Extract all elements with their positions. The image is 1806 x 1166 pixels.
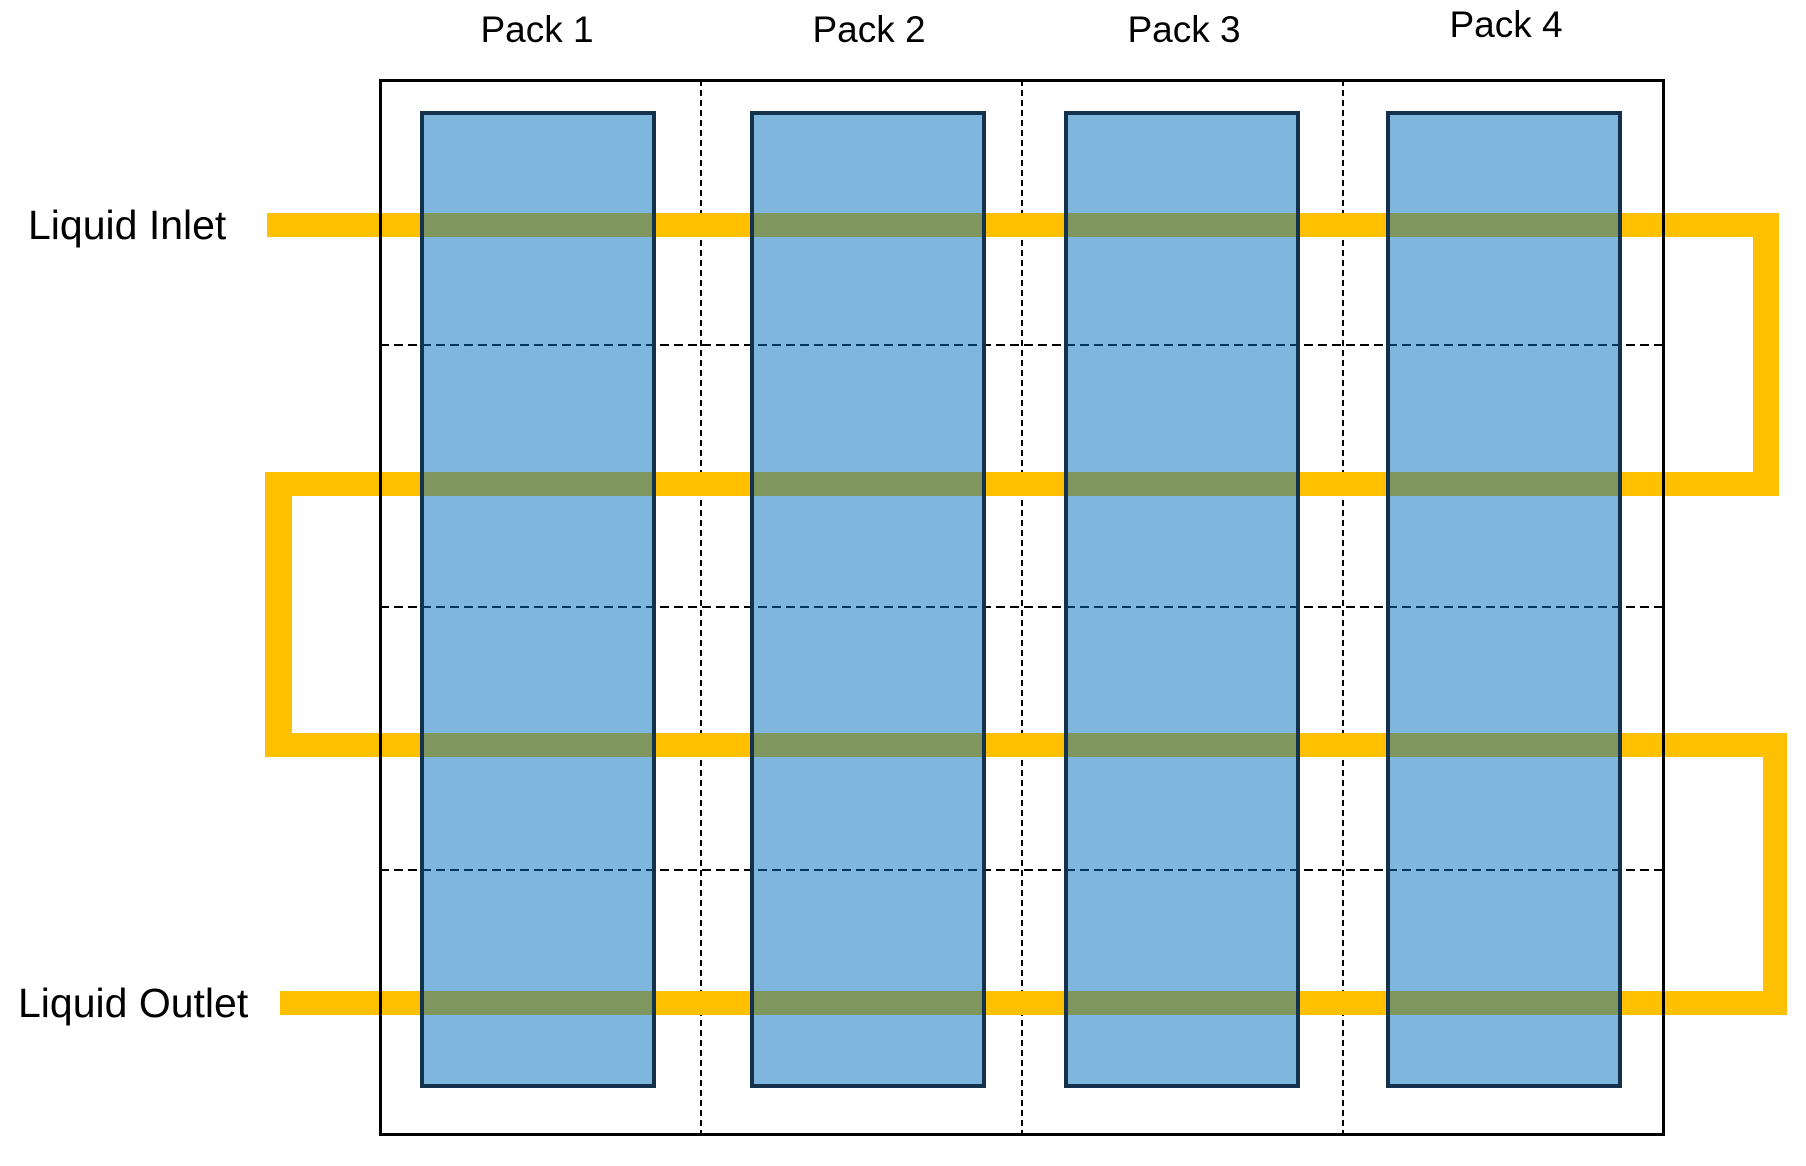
row-divider-dashed-line-2	[380, 606, 1663, 608]
pipe-left-return	[265, 472, 292, 757]
pack-rect-2	[750, 111, 986, 1088]
pack-rect-3	[1064, 111, 1300, 1088]
pipe-right-return-upper	[1753, 213, 1779, 496]
row-divider-dashed-line-3	[380, 869, 1663, 871]
pack-label-3: Pack 3	[1127, 9, 1241, 50]
pack-rect-4	[1386, 111, 1622, 1088]
pipe-right-return-lower	[1763, 733, 1787, 1015]
pack-label-2: Pack 2	[812, 9, 926, 50]
enclosure-box	[379, 79, 1665, 1136]
liquid-inlet-label: Liquid Inlet	[28, 202, 227, 248]
liquid-outlet-label: Liquid Outlet	[18, 980, 249, 1026]
pack-label-1: Pack 1	[480, 9, 594, 50]
row-divider-dashed-line-1	[380, 344, 1663, 346]
pack-label-4: Pack 4	[1449, 4, 1563, 45]
pack-rect-1	[420, 111, 656, 1088]
